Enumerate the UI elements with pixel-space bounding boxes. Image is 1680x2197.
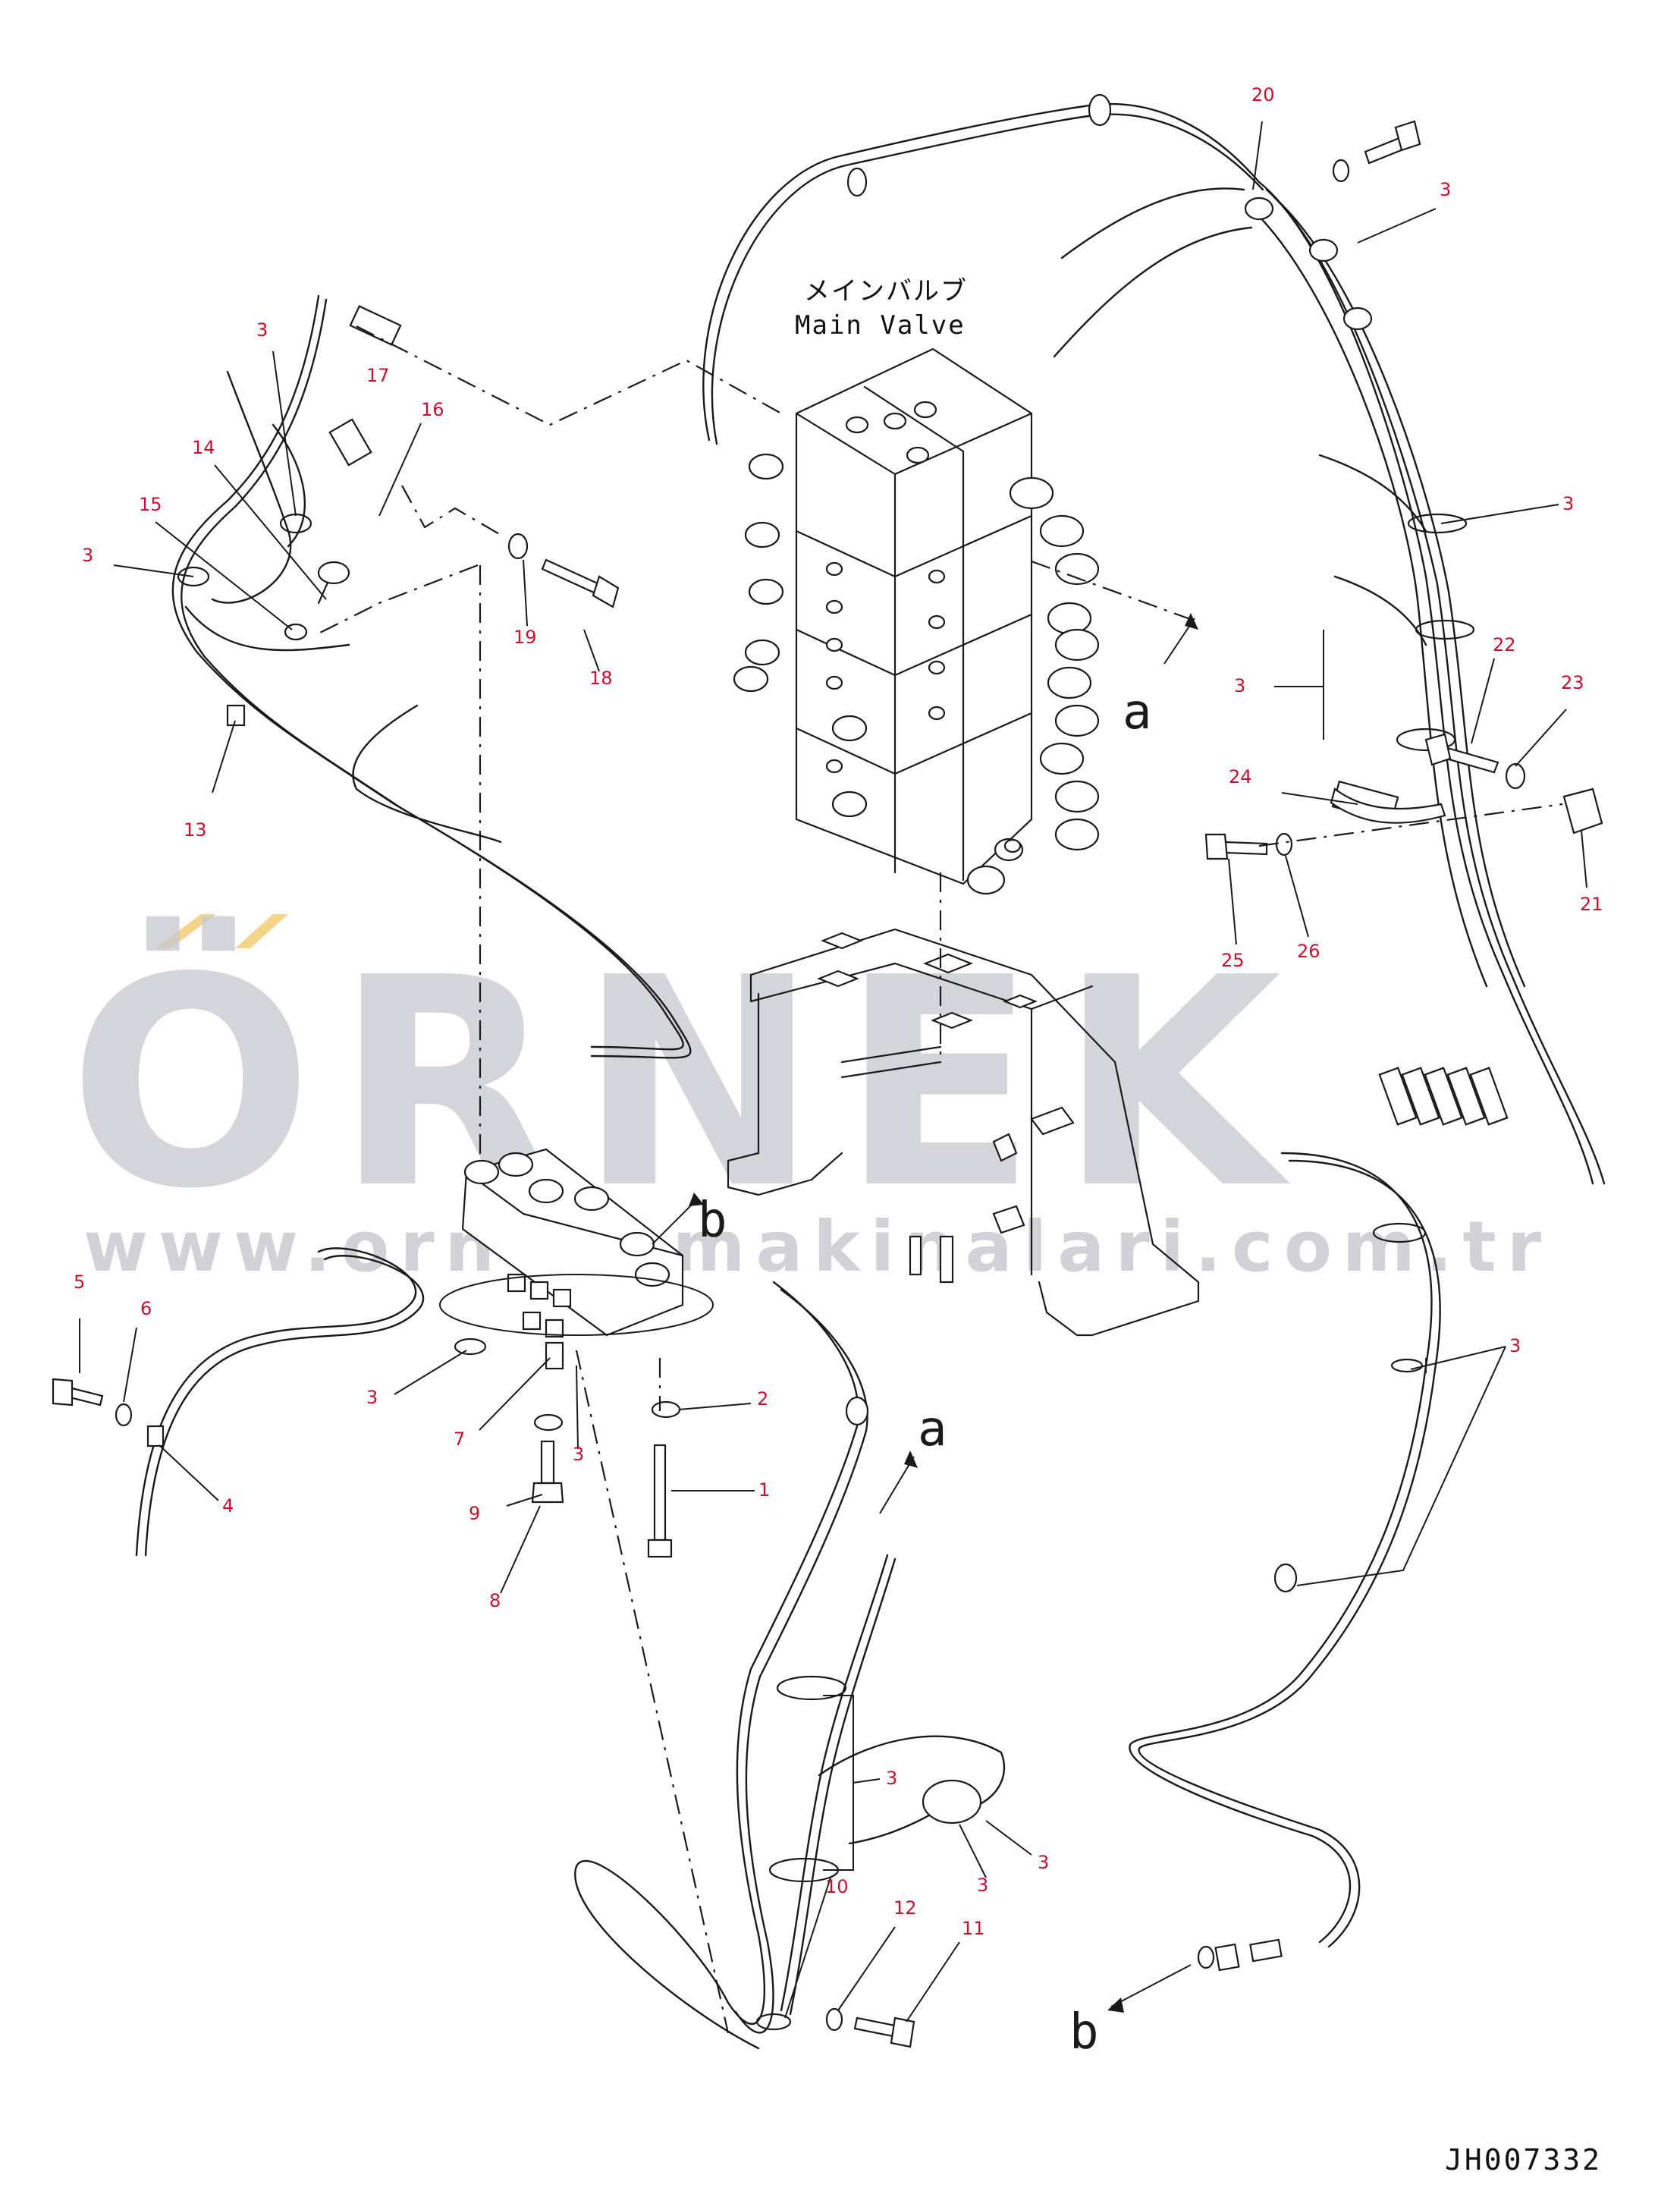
bolt-25 [1223, 841, 1268, 856]
callout-3-lower-right-a: 3 [1038, 1852, 1049, 1873]
callout-11: 11 [962, 1918, 985, 1939]
callout-5: 5 [74, 1271, 85, 1293]
center-lines [318, 325, 1563, 2034]
callout-3-lower-pair: 3 [886, 1768, 897, 1789]
watermark-accent-right [235, 914, 288, 948]
callout-3-lower-right-b: 3 [977, 1875, 988, 1896]
bolt-11 [853, 2016, 897, 2038]
callout-4: 4 [222, 1495, 234, 1517]
view-arrows: a a b b [652, 613, 1198, 2060]
solenoid-valve-block [439, 1148, 714, 1338]
washer-6 [115, 1403, 133, 1427]
bolt-1 [647, 1444, 673, 1558]
bracket-21 [1562, 787, 1603, 834]
watermark: ÖRNEK www.orneksmakinalari.com.tr [68, 913, 1552, 1287]
callout-3-block-left: 3 [366, 1387, 378, 1408]
leader-lines [79, 121, 1587, 2023]
loose-parts [52, 120, 1603, 2048]
callout-3-right-upper: 3 [1562, 493, 1574, 514]
main-valve: メインバルブ Main Valve [733, 276, 1100, 895]
main-valve-label-japanese: メインバルブ [804, 276, 968, 306]
callout-6: 6 [140, 1298, 152, 1319]
callout-19: 19 [513, 627, 537, 648]
callout-1: 1 [758, 1479, 770, 1501]
watermark-brand: ÖRNEK [68, 913, 1303, 1252]
callout-2: 2 [757, 1388, 768, 1410]
band-24 [1330, 787, 1446, 824]
callout-3-top-right: 3 [1440, 179, 1451, 200]
callout-3-top-left: 3 [256, 319, 268, 341]
washer-12 [825, 2007, 843, 2032]
bolt-18 [541, 558, 620, 608]
washer-19 [507, 533, 529, 560]
main-valve-label-english: Main Valve [795, 310, 966, 341]
view-marker-a-upper: a [1123, 684, 1152, 740]
drawing-number: JH007332 [1445, 2143, 1602, 2177]
callout-20: 20 [1251, 84, 1275, 105]
bolt-5 [68, 1387, 104, 1407]
bolt-8 [531, 1440, 564, 1504]
callout-3-right-pair: 3 [1234, 675, 1245, 696]
valve-mounting-frame [727, 928, 1200, 1337]
callout-18: 18 [589, 668, 613, 689]
callout-26: 26 [1297, 941, 1320, 962]
callout-24: 24 [1229, 766, 1252, 787]
washer-9 [533, 1413, 564, 1432]
callout-15: 15 [139, 494, 162, 515]
callout-21: 21 [1580, 894, 1603, 915]
bolt-14 [317, 561, 350, 605]
callout-13: 13 [184, 819, 207, 841]
clamps [146, 93, 1509, 2031]
callout-12: 12 [893, 1897, 917, 1919]
callout-16: 16 [421, 399, 444, 420]
view-marker-b-upper: b [698, 1193, 727, 1249]
pin-17 [328, 418, 372, 467]
callout-22: 22 [1493, 634, 1516, 655]
valve-spool-caps [733, 401, 1100, 895]
callout-3-left: 3 [82, 545, 93, 566]
callout-25: 25 [1221, 950, 1245, 971]
callout-9: 9 [469, 1503, 480, 1524]
view-marker-a-lower: a [918, 1401, 947, 1457]
callout-23: 23 [1561, 672, 1584, 693]
view-marker-b-lower: b [1069, 2004, 1099, 2060]
washer-26 [1275, 832, 1293, 856]
hoses [135, 102, 1606, 2050]
washer-2 [651, 1400, 681, 1419]
callout-10: 10 [825, 1876, 849, 1897]
callout-3-block-center: 3 [573, 1444, 584, 1465]
callout-3-right-lower: 3 [1509, 1335, 1521, 1356]
callout-8: 8 [489, 1590, 501, 1611]
callout-17: 17 [366, 365, 390, 386]
callout-7: 7 [454, 1429, 465, 1450]
watermark-accent-left [155, 914, 216, 948]
washer-23 [1505, 762, 1526, 790]
watermark-url: www.orneksmakinalari.com.tr [83, 1206, 1552, 1287]
callouts: 20 3 3 3 22 23 24 21 25 26 3 17 16 14 15… [74, 84, 1603, 1939]
callout-14: 14 [192, 437, 215, 458]
